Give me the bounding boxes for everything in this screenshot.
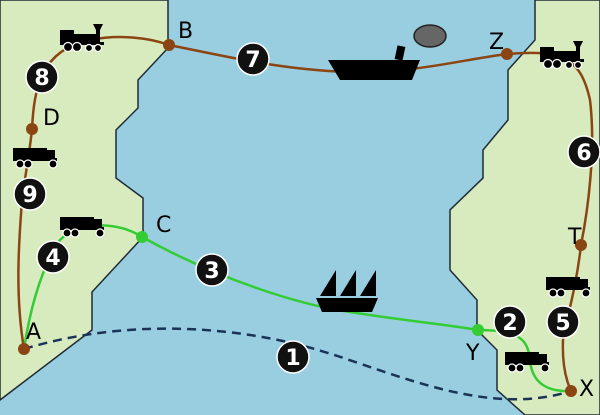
route-marker-9: 9 <box>13 177 47 211</box>
node-c <box>136 231 148 243</box>
route-marker-3: 3 <box>195 253 229 287</box>
road-route-a-c <box>22 224 143 350</box>
route-marker-7: 7 <box>236 42 270 76</box>
node-a <box>18 343 30 355</box>
route-nodes <box>18 39 587 397</box>
node-label-x: X <box>579 377 594 402</box>
svg-text:2: 2 <box>502 311 517 336</box>
node-y <box>472 324 484 336</box>
node-label-y: Y <box>465 341 480 366</box>
node-x <box>565 385 577 397</box>
svg-text:8: 8 <box>34 66 49 91</box>
svg-text:3: 3 <box>204 259 219 284</box>
svg-text:6: 6 <box>576 141 591 166</box>
node-t <box>575 239 587 251</box>
sea-route-a-x <box>23 327 572 401</box>
svg-text:1: 1 <box>285 346 300 371</box>
route-marker-2: 2 <box>493 305 527 339</box>
node-label-c: C <box>156 213 171 238</box>
route-marker-4: 4 <box>36 240 70 274</box>
svg-text:7: 7 <box>245 48 260 73</box>
route-marker-6: 6 <box>567 135 600 169</box>
node-label-d: D <box>43 106 60 131</box>
node-label-t: T <box>567 225 582 250</box>
node-z <box>501 48 513 60</box>
node-b <box>163 39 175 51</box>
node-label-z: Z <box>489 30 504 55</box>
route-marker-8: 8 <box>25 60 59 94</box>
svg-text:4: 4 <box>45 246 60 271</box>
node-d <box>26 123 38 135</box>
route-marker-5: 5 <box>546 305 580 339</box>
sailing-ship-icon <box>316 270 378 312</box>
node-label-b: B <box>178 19 193 44</box>
svg-text:9: 9 <box>22 183 37 208</box>
svg-text:5: 5 <box>555 311 570 336</box>
route-marker-1: 1 <box>276 340 310 374</box>
node-label-a: A <box>26 320 41 345</box>
steamship-icon <box>328 24 447 80</box>
